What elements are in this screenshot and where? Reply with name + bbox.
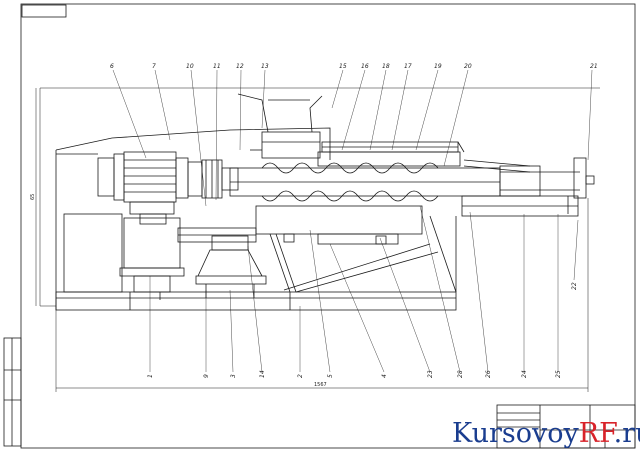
lower-trough <box>255 205 457 293</box>
callout-5: 5 <box>327 374 334 378</box>
callout-24: 24 <box>521 370 528 378</box>
gearbox-support <box>63 213 257 293</box>
callout-16: 16 <box>361 63 369 70</box>
drive-pulley <box>187 159 239 199</box>
watermark-part1: Kursovoy <box>452 418 579 449</box>
callout-12: 12 <box>236 63 244 70</box>
electric-motor <box>97 151 189 215</box>
top-callouts: 6 7 10 11 12 13 15 16 18 17 19 20 21 <box>110 63 598 70</box>
callout-14: 14 <box>259 370 266 378</box>
svg-text:KursovoyRF.ru: KursovoyRF.ru <box>452 418 640 449</box>
left-binding-strip <box>3 337 22 447</box>
callout-22: 22 <box>571 282 578 290</box>
overall-length-dimension: 1567 <box>314 382 327 388</box>
dimension-frame <box>35 87 600 392</box>
housing-cover <box>55 127 331 310</box>
overall-height-dimension: 65 <box>30 194 36 200</box>
callout-17: 17 <box>404 63 412 70</box>
base-frame <box>55 291 457 311</box>
callout-3: 3 <box>230 374 237 378</box>
heater-cover <box>317 141 531 173</box>
callout-2: 2 <box>297 374 304 378</box>
top-left-stamp <box>21 4 67 18</box>
callout-7: 7 <box>152 63 156 70</box>
bottom-callouts: 1 9 3 14 2 5 4 23 28 26 24 25 22 <box>147 282 578 378</box>
support-legs <box>159 233 297 300</box>
callout-6: 6 <box>110 63 114 70</box>
callout-23: 23 <box>427 370 434 378</box>
bearing-stand <box>195 235 267 298</box>
callout-15: 15 <box>339 63 347 70</box>
callout-28: 28 <box>457 370 464 378</box>
callout-26: 26 <box>485 370 492 378</box>
callout-20: 20 <box>464 63 472 70</box>
screw-conveyor <box>229 162 580 202</box>
title-block <box>496 404 636 449</box>
callout-18: 18 <box>382 63 390 70</box>
callout-13: 13 <box>261 63 269 70</box>
callout-9: 9 <box>203 374 210 378</box>
callout-25: 25 <box>555 370 562 378</box>
sheet-border <box>20 3 636 449</box>
callout-19: 19 <box>434 63 442 70</box>
watermark-part2: RF <box>579 418 617 449</box>
discharge-die <box>461 157 595 217</box>
leader-lines <box>112 69 593 373</box>
callout-1: 1 <box>147 374 154 378</box>
callout-21: 21 <box>590 63 598 70</box>
feed-hopper <box>237 93 323 159</box>
kursovoyrf-watermark: KursovoyRF.ru <box>452 418 640 449</box>
callout-4: 4 <box>381 374 388 378</box>
watermark-part3: .ru <box>614 418 640 449</box>
callout-11: 11 <box>213 63 221 70</box>
callout-10: 10 <box>186 63 194 70</box>
